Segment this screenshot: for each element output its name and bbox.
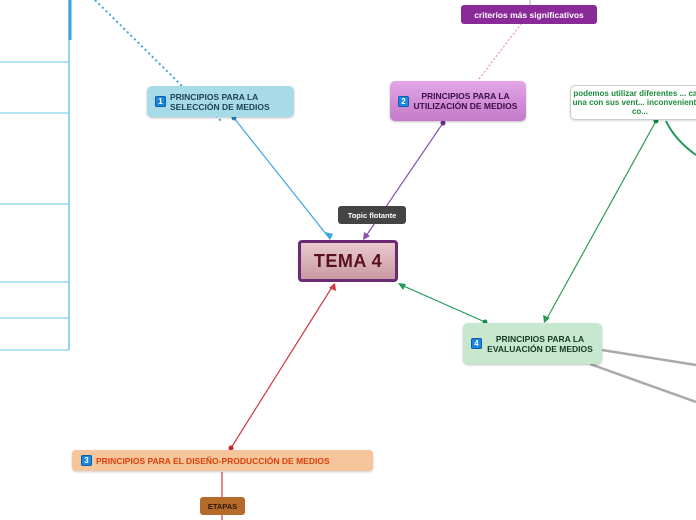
arrowhead bbox=[325, 232, 333, 240]
connector-seleccion bbox=[233, 117, 331, 240]
floating-topic[interactable]: Topic flotante bbox=[338, 206, 406, 224]
topic-number-badge: 4 bbox=[471, 338, 482, 349]
arrowhead bbox=[543, 315, 550, 323]
subtopic-podemos-utilizar[interactable]: podemos utilizar diferentes ... cada una… bbox=[570, 85, 696, 120]
topic-evaluacion-medios[interactable]: 4 PRINCIPIOS PARA LA EVALUACIÓN DE MEDIO… bbox=[463, 323, 602, 364]
subtopic-etapas-label: ETAPAS bbox=[207, 501, 238, 511]
arrowhead bbox=[363, 232, 370, 240]
subtopic-criterios-label: criterios más significativos bbox=[474, 9, 584, 20]
topic-diseno-produccion-medios[interactable]: 3 PRINCIPIOS PARA EL DISEÑO-PRODUCCIÓN D… bbox=[72, 450, 373, 471]
connector-podemos-branch bbox=[665, 120, 696, 156]
subtopic-podemos-label: podemos utilizar diferentes ... cada una… bbox=[572, 89, 696, 116]
connector-diseno bbox=[230, 283, 335, 449]
topic-number-badge: 2 bbox=[398, 95, 409, 107]
branch-evaluacion-1 bbox=[601, 348, 696, 367]
topic-number-badge: 3 bbox=[81, 455, 92, 466]
central-topic-label: TEMA 4 bbox=[313, 250, 383, 271]
subtopic-criterios[interactable]: criterios más significativos bbox=[461, 5, 597, 24]
dotted-link-criterios bbox=[478, 23, 522, 80]
topic-number-badge: 1 bbox=[155, 96, 166, 107]
topic-utilizacion-label: PRINCIPIOS PARA LA UTILIZACIÓN DE MEDIOS bbox=[413, 91, 518, 111]
branch-evaluacion-2 bbox=[589, 362, 696, 404]
connector-podemos-evaluacion bbox=[544, 120, 657, 323]
connector-dot bbox=[440, 120, 446, 126]
topic-utilizacion-medios[interactable]: 2 PRINCIPIOS PARA LA UTILIZACIÓN DE MEDI… bbox=[390, 81, 526, 121]
arrowhead bbox=[398, 283, 406, 290]
connector-dot bbox=[228, 445, 234, 451]
topic-seleccion-medios[interactable]: 1 PRINCIPIOS PARA LA SELECCIÓN DE MEDIOS bbox=[147, 86, 294, 117]
topic-seleccion-label: PRINCIPIOS PARA LA SELECCIÓN DE MEDIOS bbox=[170, 91, 270, 112]
central-topic[interactable]: TEMA 4 bbox=[298, 240, 398, 282]
topic-evaluacion-label: PRINCIPIOS PARA LA EVALUACIÓN DE MEDIOS bbox=[487, 333, 593, 354]
topic-diseno-label: PRINCIPIOS PARA EL DISEÑO-PRODUCCIÓN DE … bbox=[96, 455, 330, 466]
dotted-relationship-line bbox=[94, 0, 223, 123]
connector-evaluacion bbox=[398, 283, 486, 323]
subtopic-etapas[interactable]: ETAPAS bbox=[200, 497, 245, 515]
arrowhead bbox=[329, 283, 336, 291]
floating-topic-label: Topic flotante bbox=[347, 210, 397, 220]
